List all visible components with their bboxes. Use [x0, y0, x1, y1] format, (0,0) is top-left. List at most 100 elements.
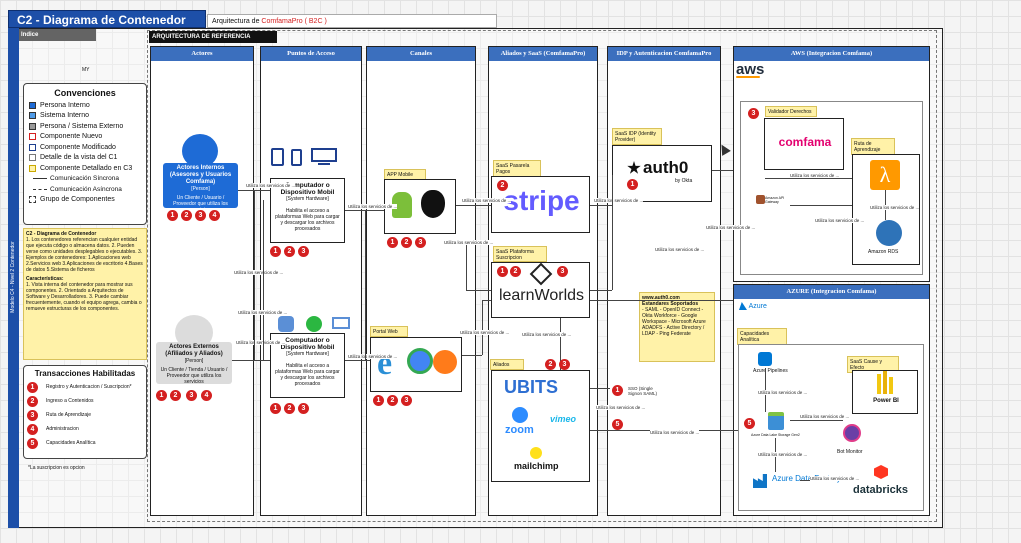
api-gateway-icon: [756, 195, 765, 204]
transaction-badge: 3: [186, 390, 197, 401]
learnworlds-icon: [529, 262, 553, 286]
convention-item: Componente Modificado: [27, 142, 143, 153]
convention-swatch: [29, 164, 36, 172]
aliados-box[interactable]: UBITS zoom vimeo mailchimp: [491, 370, 590, 482]
convention-swatch: [29, 154, 36, 162]
lane-idp: IDP y Autenticacion ComfamaPro: [607, 46, 721, 516]
desktop-icon: [332, 317, 350, 329]
connector-line: [612, 175, 613, 290]
connector-line: [790, 205, 852, 206]
device-box-bottom[interactable]: Computador o Dispositivo Mobil [System H…: [270, 333, 345, 398]
connector-label: Utiliza los servicios de ...: [444, 240, 494, 245]
connector-line: [482, 300, 491, 301]
index-tab[interactable]: Indice: [18, 29, 96, 41]
amazon-rds-label: Amazon RDS: [868, 249, 899, 255]
transaction-badge: 1: [612, 385, 623, 396]
convention-swatch: [29, 101, 36, 109]
ruta-aprendizaje-label: Ruta de Aprendizaje: [851, 138, 895, 155]
connector-label: Utiliza los servicios de ...: [706, 225, 756, 230]
connector-label: Utiliza los servicios de ...: [348, 204, 398, 209]
transaction-badge: 2: [497, 180, 508, 191]
app-mobile-box[interactable]: [384, 179, 456, 234]
aliados-label: Aliados: [490, 359, 524, 370]
connector-line: [560, 318, 561, 370]
transaction-badge: 5: [612, 419, 623, 430]
diagram-subtitle: Arquitectura de ComfamaPro ( B2C ): [207, 14, 497, 28]
firefox-icon: [433, 350, 457, 374]
convention-swatch: [29, 133, 36, 141]
transaction-badge: 3: [748, 108, 759, 119]
transaction-badge: 4: [209, 210, 220, 221]
connector-line: [790, 420, 843, 421]
convention-swatch: [29, 122, 36, 130]
connector-line: [345, 210, 384, 211]
connector-line: [712, 170, 733, 171]
transaction-badge: 3: [415, 237, 426, 248]
transaction-badge: 2: [510, 266, 521, 277]
external-actor-box[interactable]: Actores Externos (Afiliados y Aliados) […: [156, 342, 232, 385]
connector-label: Utiliza los servicios de ...: [870, 205, 920, 210]
transaction-badge: 2: [284, 403, 295, 414]
datafactory-label: Azure Data Factory: [772, 474, 841, 483]
transaction-badge: 3: [401, 395, 412, 406]
transaction-badge: 3: [195, 210, 206, 221]
datalake-icon: [768, 412, 784, 430]
transaction-badge: 2: [284, 246, 295, 257]
auth0-standards-note: www.auth0.com Estandares Soportados - SA…: [639, 292, 715, 362]
notes-panel: C2 - Diagrama de Contenedor 1. Los conte…: [23, 228, 147, 360]
lane-puntos-acceso: Puntos de Acceso: [260, 46, 362, 516]
internal-actor-box[interactable]: Actores Internos (Asesores y Usuarios Co…: [163, 163, 238, 213]
comfama-box[interactable]: comfama: [764, 118, 844, 170]
connector-label: Utiliza los servicios de ...: [462, 198, 512, 203]
bot-monitor-label: Bot Monitor: [837, 449, 863, 455]
vimeo-logo: vimeo: [550, 414, 577, 424]
connector-line: [590, 205, 612, 206]
group-legend: Grupo de Componentes: [27, 195, 143, 206]
connector-label: Utiliza los servicios de ...: [790, 173, 840, 178]
convention-swatch: [29, 143, 36, 151]
auth0-box[interactable]: auth0 by Okta: [612, 145, 712, 202]
transaction-badge: 3: [298, 403, 309, 414]
transaction-badge: 2: [401, 237, 412, 248]
transaction-badge: 1: [270, 246, 281, 257]
aws-logo: aws: [736, 61, 765, 78]
capacidades-label: Capacidades Analítica: [737, 328, 787, 345]
connector-label: Utiliza los servicios de ...: [460, 330, 510, 335]
connector-label: Utiliza los servicios de ...: [758, 452, 808, 457]
async-legend: Comunicación Asíncrona: [27, 184, 143, 195]
page-title: C2 - Diagrama de Contenedor: [8, 10, 206, 28]
internal-actor-head[interactable]: [182, 134, 218, 168]
connector-label: Utiliza los servicios de ...: [236, 340, 286, 345]
connector-label: Utiliza los servicios de ...: [800, 414, 850, 419]
convention-item: Sistema Interno: [27, 111, 143, 122]
saas-idp-label: SaaS IDP (Identity Provider): [612, 128, 662, 145]
portal-web-box[interactable]: e: [370, 337, 462, 392]
connector-label: Utiliza los servicios de ...: [522, 332, 572, 337]
amazon-rds-icon: [876, 220, 902, 246]
portal-web-label: Portal Web: [370, 326, 408, 337]
mailchimp-logo: mailchimp: [514, 461, 559, 471]
edge-icon: e: [377, 345, 393, 382]
sso-label: SSO (Single Signon SAML): [628, 386, 666, 396]
device-box-top[interactable]: Computador o Dispositivo Mobil [System H…: [270, 178, 345, 243]
aws-smile-icon: [736, 76, 760, 78]
transaction-number: 5: [27, 437, 38, 449]
connector-line: [482, 300, 483, 355]
transaction-badge: 5: [744, 418, 755, 429]
connector-line: [365, 210, 366, 360]
connector-line: [263, 200, 264, 360]
databricks-logo: databricks: [853, 484, 909, 496]
transaction-badge: 1: [167, 210, 178, 221]
powerbi-box[interactable]: Power BI: [852, 370, 918, 414]
tablet-icon: [271, 148, 284, 166]
aws-lambda-icon: λ: [870, 160, 900, 190]
whatsapp-icon: [306, 316, 322, 332]
connector-label: Utiliza los servicios de ...: [596, 405, 646, 410]
connector-label: Utiliza los servicios de ...: [238, 310, 288, 315]
connector-line: [345, 360, 370, 361]
zoom-logo: zoom: [505, 424, 534, 436]
